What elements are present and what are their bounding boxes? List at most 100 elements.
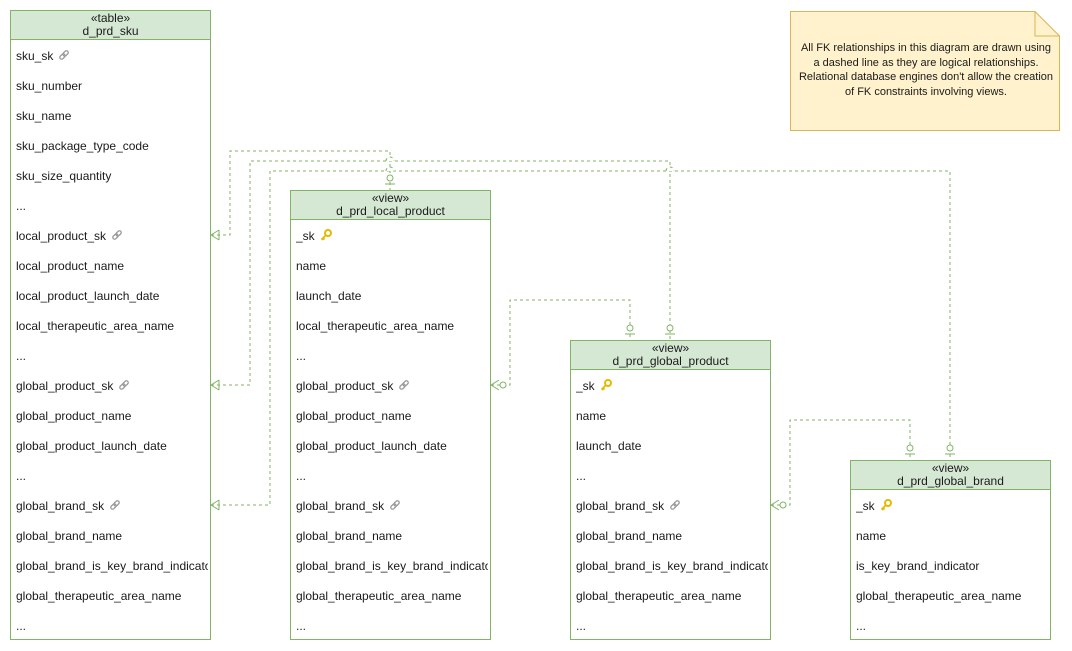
entity-attribute-row[interactable]: global_brand_is_key_brand_indicator [16,551,208,581]
entity-attribute-row[interactable]: name [576,401,768,431]
attribute-label: sku_package_type_code [16,139,149,153]
foreign-key-link-icon [669,492,681,521]
attribute-label: global_brand_name [16,529,123,543]
attribute-label: global_brand_sk [16,499,105,513]
entity-attribute-row[interactable]: global_product_sk [296,371,488,401]
entity-attribute-row[interactable]: sku_sk [16,41,208,71]
edge-sku-global-brand [211,170,951,506]
entity-attribute-row[interactable]: local_product_name [16,251,208,281]
entity-attribute-row[interactable]: launch_date [296,281,488,311]
zero-marker [386,174,394,182]
entity-name: d_prd_sku [82,24,139,38]
attribute-label: sku_size_quantity [16,169,112,183]
attribute-label: global_product_launch_date [16,439,167,453]
attribute-label: local_product_launch_date [16,289,160,303]
entity-header: «view» d_prd_local_product [291,191,490,220]
edge-hop [385,156,395,162]
attribute-label: local_product_sk [16,229,107,243]
attribute-label: global_brand_is_key_brand_indicator [16,559,208,573]
entity-attribute-row[interactable]: launch_date [576,431,768,461]
entity-attribute-row[interactable]: name [856,521,1048,551]
entity-attribute-row[interactable]: name [296,251,488,281]
entity-stereotype: «view» [371,191,410,205]
entity-attribute-row[interactable]: global_therapeutic_area_name [16,581,208,611]
attribute-label: launch_date [296,289,362,303]
crowfoot-many-marker [770,499,780,511]
primary-key-icon [880,492,892,521]
entity-attribute-row[interactable]: global_product_launch_date [296,431,488,461]
attribute-label: local_therapeutic_area_name [16,319,175,333]
entity-attribute-row[interactable]: global_therapeutic_area_name [576,581,768,611]
entity-attribute-row[interactable]: global_therapeutic_area_name [296,581,488,611]
entity-attribute-row[interactable]: _sk [856,491,1048,521]
entity-attribute-row[interactable]: local_product_sk [16,221,208,251]
diagram-note[interactable]: All FK relationships in this diagram are… [790,11,1060,131]
entity-attribute-row[interactable]: local_therapeutic_area_name [16,311,208,341]
entity-attribute-row[interactable]: global_product_name [16,401,208,431]
entity-attribute-row[interactable]: sku_size_quantity [16,161,208,191]
entity-attribute-row[interactable]: _sk [576,371,768,401]
attribute-label: global_brand_sk [576,499,665,513]
entity-attribute-row[interactable]: ... [296,341,488,371]
attribute-label: ... [16,619,27,633]
attribute-label: global_therapeutic_area_name [16,589,182,603]
note-shape [790,11,1060,131]
edge-hop [385,166,395,172]
attribute-label: sku_number [16,79,83,93]
foreign-key-link-icon [58,42,70,71]
crowfoot-many-marker [210,499,220,511]
entity-header: «view» d_prd_global_product [571,341,770,370]
entity-attribute-row[interactable]: ... [16,611,208,641]
entity-attribute-row[interactable]: ... [16,191,208,221]
entity-attribute-row[interactable]: ... [16,461,208,491]
entity-attribute-row[interactable]: global_brand_is_key_brand_indicator [576,551,768,581]
entity-attribute-row[interactable]: ... [576,461,768,491]
entity-attribute-row[interactable]: global_brand_name [576,521,768,551]
attribute-label: ... [296,619,307,633]
attribute-label: global_brand_name [576,529,683,543]
entity-attribute-row[interactable]: ... [296,461,488,491]
entity-attribute-row[interactable]: local_product_launch_date [16,281,208,311]
entity-attribute-row[interactable]: global_brand_sk [16,491,208,521]
attribute-label: ... [856,619,867,633]
attribute-label: is_key_brand_indicator [856,559,980,573]
entity-attribute-row[interactable]: ... [296,611,488,641]
entity-attribute-row[interactable]: ... [576,611,768,641]
entity-header: «table» d_prd_sku [11,11,210,40]
entity-attribute-row[interactable]: global_brand_sk [296,491,488,521]
note-text: All FK relationships in this diagram are… [798,42,1054,98]
attribute-label: global_brand_sk [296,499,385,513]
entity-attribute-row[interactable]: global_brand_sk [576,491,768,521]
foreign-key-link-icon [118,372,130,401]
entity-attribute-row[interactable]: ... [856,611,1048,641]
attribute-label: global_product_sk [296,379,394,393]
entity-attribute-row[interactable]: sku_package_type_code [16,131,208,161]
entity-attribute-row[interactable]: global_brand_is_key_brand_indicator [296,551,488,581]
attribute-label: global_product_name [16,409,132,423]
attribute-label: name [856,529,887,543]
entity-d-prd-sku[interactable]: «table» d_prd_sku sku_sk sku_number sku_na… [10,10,211,640]
entity-attribute-row[interactable]: global_therapeutic_area_name [856,581,1048,611]
attribute-label: ... [16,469,27,483]
entity-attribute-row[interactable]: global_brand_name [296,521,488,551]
zero-marker [666,324,674,332]
entity-attribute-row[interactable]: is_key_brand_indicator [856,551,1048,581]
entity-attribute-row[interactable]: sku_number [16,71,208,101]
edge-sku-local-product [211,150,391,236]
entity-attribute-row[interactable]: ... [16,341,208,371]
entity-attribute-row[interactable]: global_product_sk [16,371,208,401]
entity-attribute-row[interactable]: global_product_launch_date [16,431,208,461]
entity-attribute-row[interactable]: local_therapeutic_area_name [296,311,488,341]
entity-attribute-row[interactable]: global_brand_name [16,521,208,551]
attribute-label: launch_date [576,439,642,453]
entity-attribute-row[interactable]: sku_name [16,101,208,131]
attribute-label: _sk [296,229,315,243]
entity-attribute-row[interactable]: _sk [296,221,488,251]
entity-stereotype: «view» [651,341,690,355]
attribute-label: ... [576,619,587,633]
entity-attribute-row[interactable]: global_product_name [296,401,488,431]
